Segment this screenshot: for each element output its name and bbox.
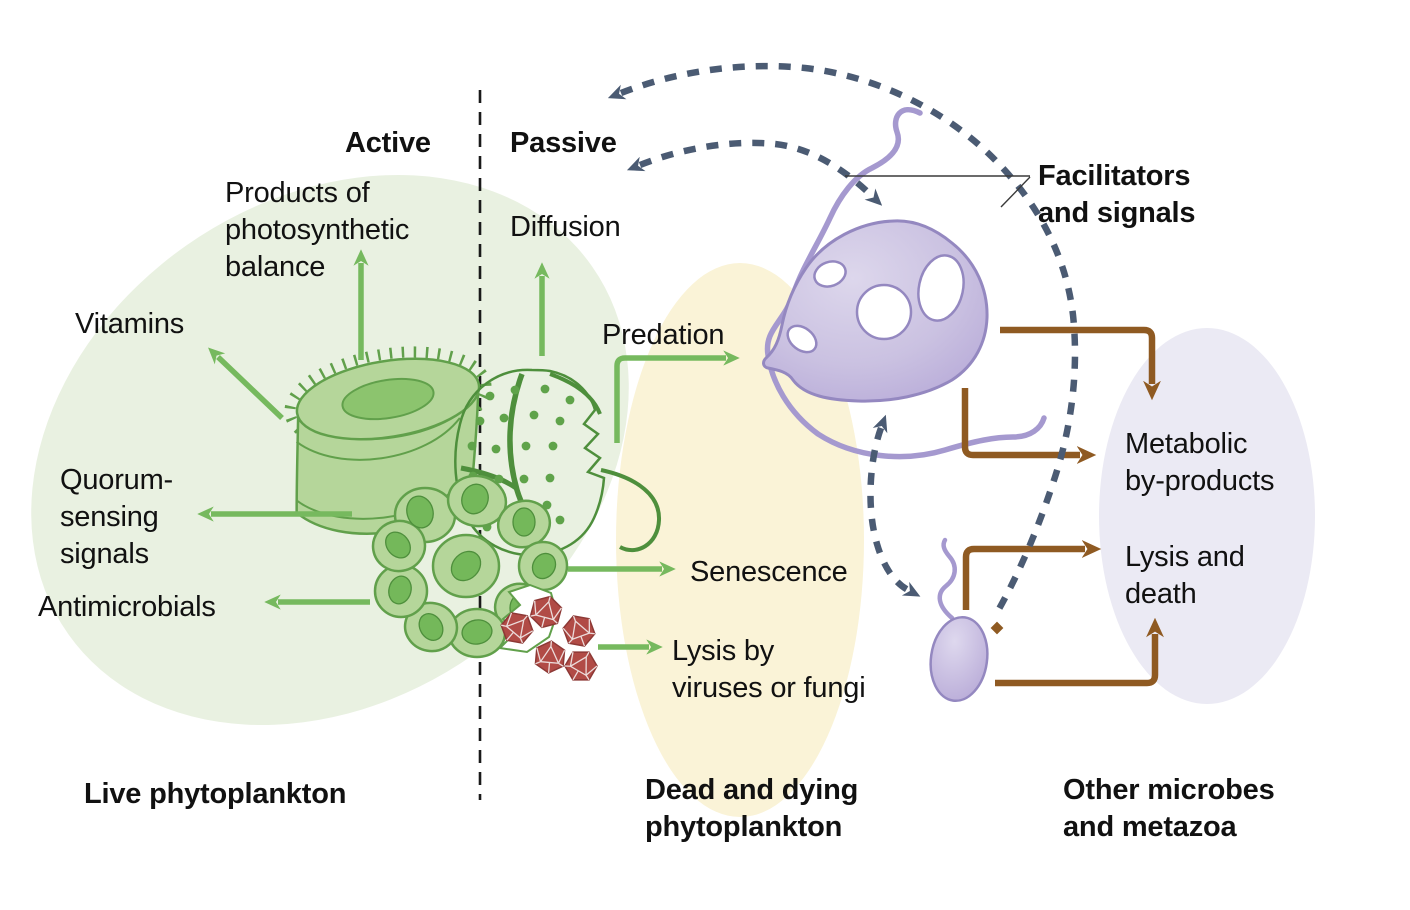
- long-feedback-arc: [607, 62, 1079, 618]
- brown-arrows: [961, 326, 1164, 687]
- protist-phyto-arc: [626, 139, 883, 206]
- facilitators-pointer-lines: [845, 175, 1031, 208]
- metabolic-arrow-2: [961, 388, 1097, 464]
- dead-phytoplankton-heading: Dead and dying phytoplankton: [645, 774, 859, 843]
- label-metabolic: Metabolic by-products: [1125, 428, 1275, 497]
- other-microbes-heading: Other microbes and metazoa: [1063, 774, 1275, 843]
- label-predation: Predation: [602, 319, 725, 351]
- label-lysis-death: Lysis and death: [1125, 541, 1245, 610]
- protist-flagellate-arc: [867, 414, 921, 597]
- vitamins-arrow: [208, 347, 284, 420]
- label-antimicrobials: Antimicrobials: [38, 591, 216, 623]
- label-lysis-viruses: Lysis by viruses or fungi: [672, 635, 866, 704]
- other-microbes-region: [1099, 328, 1315, 704]
- lysis-death-arrow-1: [962, 540, 1102, 610]
- label-vitamins: Vitamins: [75, 308, 185, 340]
- passive-heading: Passive: [510, 127, 617, 159]
- label-facilitators: Facilitators and signals: [1038, 160, 1196, 229]
- green-arrows: [197, 249, 740, 655]
- predator-protist-illustration: [762, 107, 1047, 460]
- diatom-illustration: [284, 346, 492, 535]
- dead-phytoplankton-region: [616, 263, 864, 817]
- label-products: Products of photosynthetic balance: [225, 177, 410, 283]
- metabolic-arrow-1: [1000, 326, 1161, 401]
- label-quorum-sensing: Quorum- sensing signals: [60, 464, 174, 570]
- arc-origin-diamond: [990, 621, 1004, 635]
- lysis-death-arrow-2: [995, 617, 1164, 687]
- label-diffusion: Diffusion: [510, 211, 621, 243]
- label-senescence: Senescence: [690, 556, 848, 588]
- small-flagellate-illustration: [929, 537, 989, 703]
- active-heading: Active: [345, 127, 431, 159]
- predation-arrow: [614, 350, 740, 443]
- live-phytoplankton-heading: Live phytoplankton: [84, 778, 347, 810]
